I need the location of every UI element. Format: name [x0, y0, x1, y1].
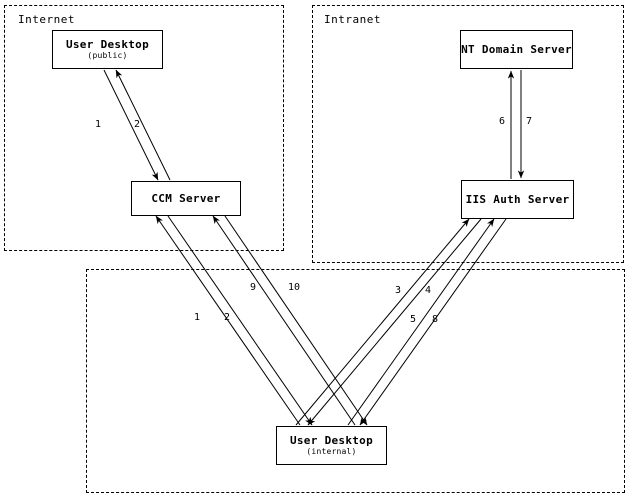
edge-label-4: 4: [425, 285, 432, 296]
zone-internet: [4, 5, 284, 251]
node-user-desktop-public-title: User Desktop: [65, 38, 150, 51]
edge-label-2-lower: 2: [224, 312, 231, 323]
node-user-desktop-public-subtitle: (public): [87, 51, 128, 60]
edge-line-3: [295, 218, 470, 426]
zone-intranet: [312, 5, 624, 263]
zone-internet-label: Internet: [18, 13, 75, 26]
node-nt-domain-server[interactable]: NT Domain Server: [460, 30, 573, 69]
node-user-desktop-internal-title: User Desktop: [289, 434, 374, 447]
edge-line-10: [224, 215, 368, 426]
node-user-desktop-internal[interactable]: User Desktop (internal): [276, 426, 387, 465]
edge-label-7: 7: [526, 116, 533, 127]
zone-intranet-label: Intranet: [324, 13, 381, 26]
edge-label-2: 2: [134, 119, 141, 130]
edge-label-1: 1: [95, 119, 102, 130]
edge-line-5: [347, 218, 495, 426]
edge-label-9: 9: [250, 282, 257, 293]
edge-line-9: [212, 215, 356, 426]
node-ccm-server-title: CCM Server: [151, 192, 221, 205]
edge-line-1b: [155, 215, 301, 426]
edge-label-3: 3: [395, 285, 402, 296]
edge-label-6: 6: [499, 116, 506, 127]
node-iis-auth-server[interactable]: IIS Auth Server: [461, 180, 574, 219]
node-nt-domain-server-title: NT Domain Server: [461, 43, 572, 56]
edge-line-2b: [167, 215, 313, 426]
node-user-desktop-internal-subtitle: (internal): [306, 447, 357, 456]
edge-label-10: 10: [288, 282, 301, 293]
node-user-desktop-public[interactable]: User Desktop (public): [52, 30, 163, 69]
edge-label-1-lower: 1: [194, 312, 201, 323]
edge-line-4: [307, 218, 482, 426]
edge-line-1: [103, 69, 159, 181]
node-iis-auth-server-title: IIS Auth Server: [465, 193, 570, 206]
edge-label-8: 8: [432, 314, 439, 325]
edge-label-5: 5: [410, 314, 417, 325]
node-ccm-server[interactable]: CCM Server: [131, 181, 241, 216]
edge-line-8: [359, 218, 507, 426]
zone-lower-network: [86, 269, 625, 493]
edge-line-2: [115, 69, 171, 181]
